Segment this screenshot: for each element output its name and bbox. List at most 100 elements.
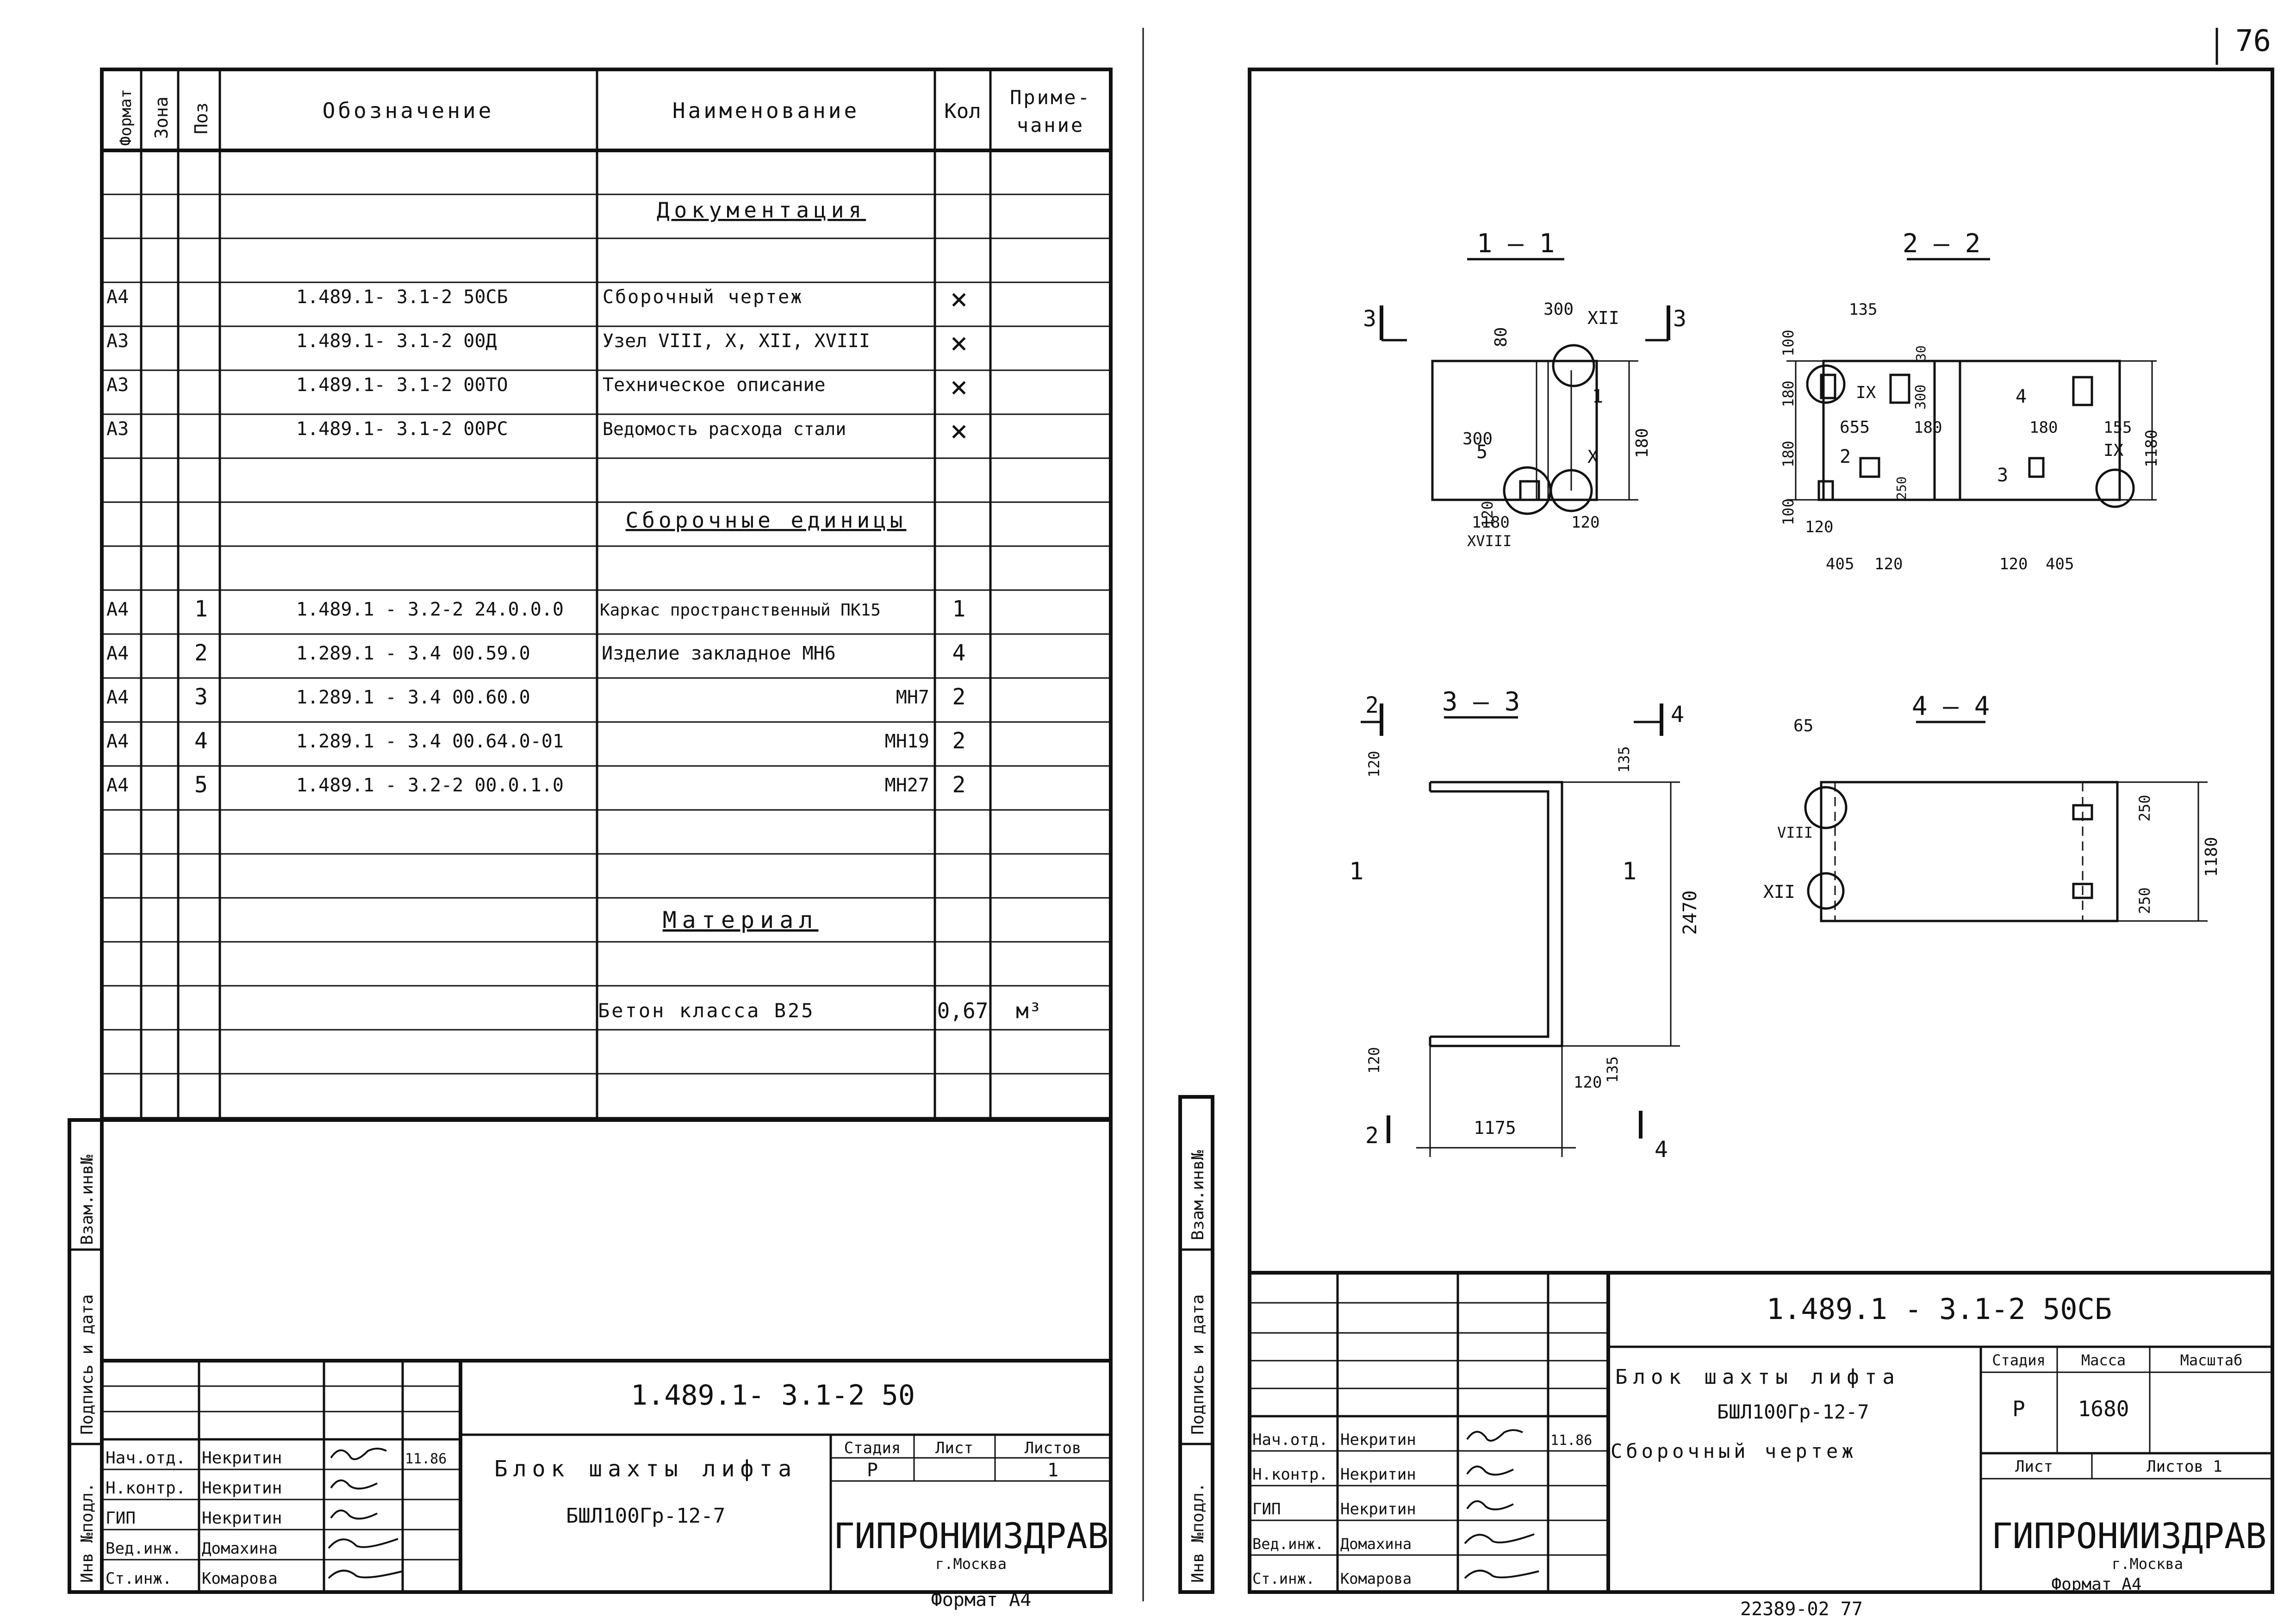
svg-text:ГИП: ГИП [1252, 1500, 1281, 1518]
svg-text:22389-02 77: 22389-02 77 [1740, 1599, 1863, 1620]
svg-text:Инв №подл.: Инв №подл. [1188, 1482, 1207, 1583]
svg-text:300: 300 [1913, 385, 1929, 410]
svg-text:XII: XII [1763, 882, 1795, 902]
svg-text:180: 180 [1914, 418, 1942, 437]
svg-text:135: 135 [1615, 746, 1633, 773]
signature-marks [328, 1448, 403, 1579]
unit-row: А4 5 1.489.1 - 3.2-2 00.0.1.0 МН27 2 [106, 772, 965, 798]
svg-text:1.489.1- 3.1-2 50СБ: 1.489.1- 3.1-2 50СБ [296, 286, 508, 308]
material-row: Бетон класса В25 0,67 м³ [598, 998, 1041, 1023]
svg-text:Бетон класса В25: Бетон класса В25 [598, 999, 815, 1022]
svg-text:1.289.1 - 3.4 00.60.0: 1.289.1 - 3.4 00.60.0 [296, 687, 530, 708]
svg-text:Некритин: Некритин [1340, 1465, 1416, 1484]
svg-text:Нач.отд.: Нач.отд. [106, 1449, 186, 1468]
specification-sheet: Взам.инв№ Подпись и дата Инв №подл. Форм… [68, 68, 1113, 1611]
col-format: Формат [117, 89, 135, 146]
svg-text:А4: А4 [106, 286, 129, 308]
side-label-vzam: Взам.инв№ [78, 1155, 97, 1245]
svg-text:300: 300 [1462, 429, 1493, 448]
svg-text:Техническое описание: Техническое описание [603, 374, 826, 396]
left-stamp-org: ГИПРОНИИЗДРАВ [834, 1515, 1109, 1556]
svg-text:1.289.1 - 3.4 00.64.0-01: 1.289.1 - 3.4 00.64.0-01 [296, 731, 564, 752]
left-stamp-title-1: Блок шахты лифта [494, 1456, 797, 1482]
svg-text:Нач.отд.: Нач.отд. [1252, 1431, 1328, 1449]
svg-text:×: × [950, 414, 968, 448]
left-title-block: 1.489.1- 3.1-2 50 Блок шахты лифта БШЛ10… [102, 1359, 1111, 1611]
left-stamp-code: 1.489.1- 3.1-2 50 [631, 1379, 915, 1412]
svg-text:Некритин: Некритин [1340, 1431, 1416, 1449]
col-note-1: Приме- [1010, 86, 1091, 109]
svg-text:100: 100 [1780, 498, 1797, 525]
svg-text:0,67: 0,67 [937, 998, 989, 1023]
svg-text:×: × [950, 326, 968, 361]
svg-text:X: X [1587, 447, 1598, 467]
svg-text:2: 2 [1365, 1123, 1379, 1149]
svg-text:2: 2 [952, 772, 966, 798]
svg-text:5: 5 [194, 772, 208, 798]
svg-text:1.489.1- 3.1-2 00РС: 1.489.1- 3.1-2 00РС [296, 418, 508, 440]
svg-text:БШЛ100Гр-12-7: БШЛ100Гр-12-7 [1717, 1400, 1869, 1423]
svg-text:МН27: МН27 [885, 775, 929, 796]
left-signers: Нач.отд. Некритин 11.86 Н.контр. Некрити… [106, 1449, 447, 1588]
svg-text:2: 2 [952, 684, 966, 710]
svg-text:4: 4 [194, 728, 208, 754]
svg-text:ГИП: ГИП [106, 1509, 136, 1528]
svg-text:IX: IX [2103, 441, 2124, 460]
svg-text:Взам.инв№: Взам.инв№ [1188, 1150, 1207, 1240]
svg-text:Лист: Лист [935, 1439, 973, 1457]
svg-text:А4: А4 [106, 731, 129, 752]
svg-text:Листов: Листов [1025, 1439, 1082, 1457]
svg-text:180: 180 [1780, 380, 1797, 407]
side-label-podpis: Подпись и дата [78, 1294, 97, 1435]
svg-text:Комарова: Комарова [1340, 1570, 1412, 1587]
svg-text:Домахина: Домахина [1340, 1535, 1412, 1553]
svg-text:Сборочный чертеж: Сборочный чертеж [1611, 1440, 1857, 1462]
svg-text:МН19: МН19 [885, 731, 929, 752]
svg-text:135: 135 [1849, 300, 1877, 319]
svg-text:405: 405 [2046, 555, 2074, 573]
svg-text:Листов 1: Листов 1 [2147, 1457, 2222, 1476]
svg-text:Ст.инж.: Ст.инж. [106, 1569, 172, 1588]
svg-text:120: 120 [1365, 751, 1383, 778]
svg-text:180: 180 [1780, 441, 1797, 467]
svg-text:Вед.инж.: Вед.инж. [1252, 1535, 1324, 1553]
svg-text:180: 180 [1633, 428, 1652, 458]
svg-text:Блок шахты лифта: Блок шахты лифта [1615, 1365, 1900, 1389]
section-4-4: 4 — 4 65 250 250 1180 VIII XII [1763, 691, 2221, 922]
svg-text:Некритин: Некритин [202, 1479, 282, 1498]
section-material: Материал [663, 907, 819, 933]
svg-text:А3: А3 [106, 418, 129, 440]
svg-text:120: 120 [1574, 1073, 1602, 1092]
svg-text:г.Москва: г.Москва [2112, 1555, 2183, 1573]
svg-text:м³: м³ [1016, 998, 1041, 1023]
unit-row: А4 1 1.489.1 - 3.2-2 24.0.0.0 Каркас про… [106, 596, 965, 622]
col-designation: Обозначение [323, 98, 494, 123]
svg-text:300: 300 [1543, 300, 1574, 319]
doc-row: А3 1.489.1- 3.1-2 00ТО Техническое описа… [106, 370, 968, 404]
svg-text:А4: А4 [106, 775, 129, 796]
svg-text:Подпись и дата: Подпись и дата [1188, 1294, 1207, 1435]
svg-text:30: 30 [1913, 345, 1929, 361]
section-2-2: 2 — 2 135 100 180 180 100 120 40 [1780, 229, 2161, 573]
svg-text:4: 4 [952, 640, 966, 666]
svg-text:120: 120 [1365, 1047, 1383, 1074]
svg-text:А4: А4 [106, 687, 129, 708]
svg-text:250: 250 [2136, 795, 2153, 821]
unit-row: А4 2 1.289.1 - 3.4 00.59.0 Изделие закла… [106, 640, 965, 666]
col-note-2: чание [1017, 114, 1084, 137]
svg-text:5: 5 [1476, 442, 1487, 463]
svg-text:155: 155 [2103, 418, 2132, 437]
section-1-1: 1 — 1 3 3 180 300 80 300 [1363, 229, 1686, 550]
svg-text:250: 250 [1894, 476, 1909, 500]
svg-text:Домахина: Домахина [202, 1539, 278, 1558]
side-label-inv: Инв №подл. [78, 1482, 97, 1583]
svg-text:3 — 3: 3 — 3 [1442, 687, 1520, 717]
svg-text:Н.контр.: Н.контр. [1252, 1465, 1328, 1484]
svg-text:2: 2 [194, 640, 208, 666]
col-pos: Поз [191, 102, 212, 134]
svg-text:VIII: VIII [1777, 824, 1813, 841]
svg-text:Формат А4: Формат А4 [931, 1589, 1032, 1611]
svg-text:Масса: Масса [2081, 1351, 2126, 1369]
sheet-number: 76 [2235, 24, 2271, 58]
